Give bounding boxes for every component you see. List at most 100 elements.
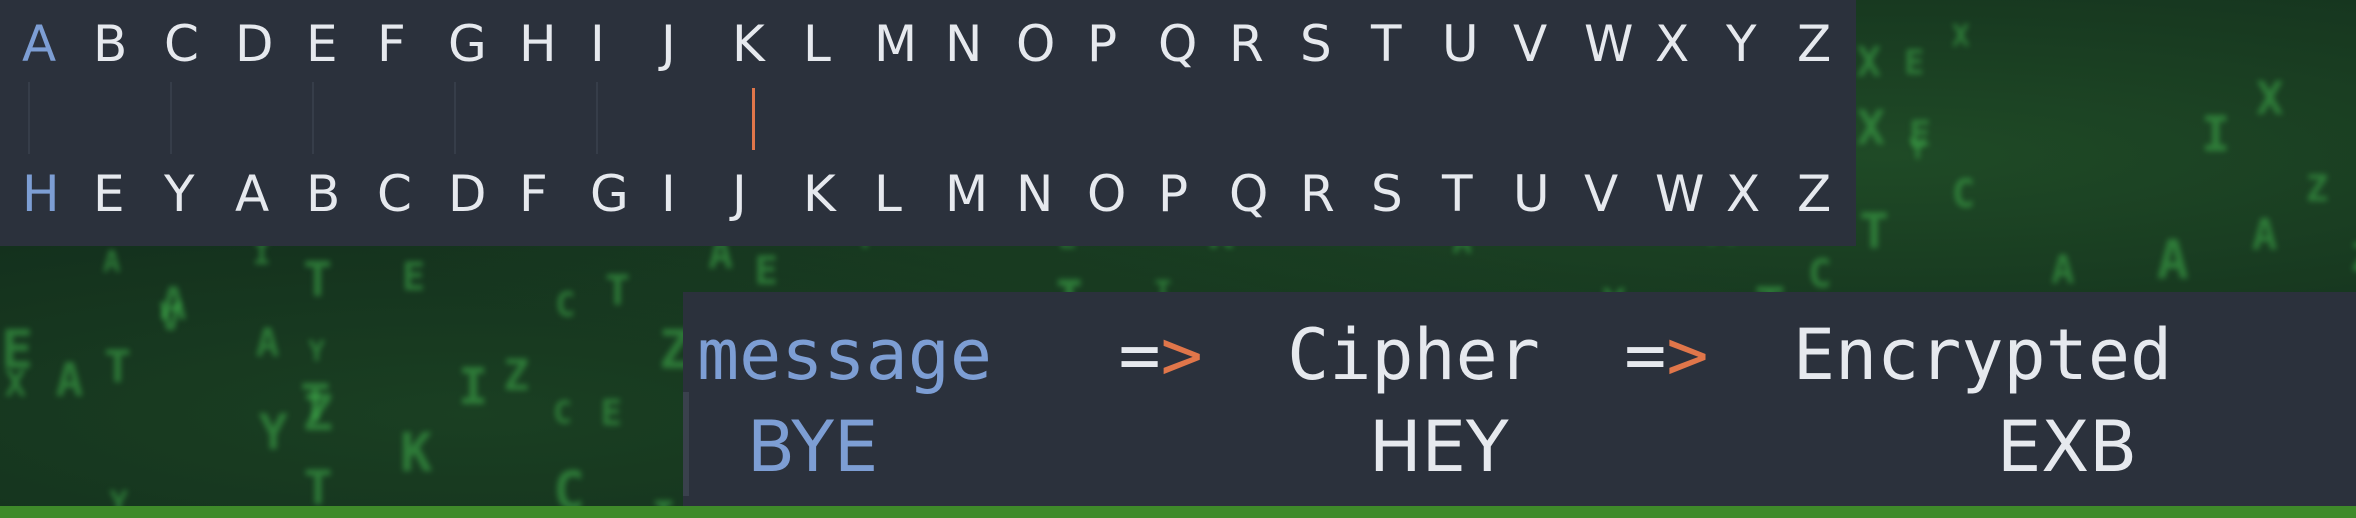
cipher-letter: E xyxy=(93,165,125,223)
cipher-letter: A xyxy=(235,165,270,223)
rain-glyph: X xyxy=(1856,38,1882,87)
arrow-icon-gt: > xyxy=(1160,314,1203,396)
rain-glyph: X xyxy=(2255,71,2284,125)
guide-line xyxy=(170,82,172,154)
rain-glyph: E xyxy=(600,392,622,434)
rain-glyph: Z xyxy=(503,351,530,401)
rain-glyph: X xyxy=(1951,18,1970,54)
key-value: HEY xyxy=(1369,406,1509,488)
rain-glyph: C xyxy=(555,284,576,324)
rain-glyph: I xyxy=(2200,106,2231,164)
cipher-letter: R xyxy=(1300,165,1335,223)
plain-letter: X xyxy=(1655,15,1690,73)
arrow-icon-eq-2: = xyxy=(1624,314,1667,396)
guide-line xyxy=(454,82,456,154)
rain-glyph: Z xyxy=(2351,235,2356,281)
rain-glyph: X xyxy=(1856,100,1886,156)
rain-glyph: E xyxy=(1909,114,1931,156)
cipher-letter: S xyxy=(1371,165,1403,223)
plain-letter: V xyxy=(1513,15,1548,73)
rain-glyph: Y xyxy=(1908,132,1927,167)
cipher-letter: P xyxy=(1158,165,1189,223)
rain-glyph: K xyxy=(400,420,433,484)
rain-glyph: C xyxy=(552,395,572,432)
rain-glyph: C xyxy=(1951,172,1976,218)
plain-letter: U xyxy=(1442,15,1479,73)
rain-glyph: Y xyxy=(258,404,288,462)
plain-letter: G xyxy=(448,15,487,73)
plain-letter: R xyxy=(1229,15,1264,73)
plain-letter: Y xyxy=(1726,15,1757,73)
rain-glyph: E xyxy=(754,247,779,294)
plain-letter: J xyxy=(661,15,676,73)
rain-glyph: A xyxy=(2156,229,2189,292)
arrow-icon-eq: = xyxy=(1118,314,1161,396)
rain-glyph: E xyxy=(1904,43,1925,83)
cipher-letter: O xyxy=(1087,165,1127,223)
guide-line xyxy=(312,82,314,154)
cipher-letter: I xyxy=(661,165,676,223)
plain-letter: D xyxy=(235,15,274,73)
message-label: message xyxy=(697,314,993,396)
guide-line xyxy=(28,82,30,154)
rain-glyph: Z xyxy=(302,383,333,443)
cipher-letter: Q xyxy=(1229,165,1269,223)
message-value: BYE xyxy=(747,406,879,488)
cipher-letter: G xyxy=(590,165,629,223)
rain-glyph: T xyxy=(303,252,332,308)
panel-rule xyxy=(683,392,689,496)
plain-letter: Z xyxy=(1797,15,1832,73)
rain-glyph: A xyxy=(159,277,187,331)
plain-letter: H xyxy=(519,15,557,73)
encrypted-value: EXB xyxy=(1997,406,2138,488)
plain-letter: T xyxy=(1371,15,1402,73)
cipher-letter: B xyxy=(306,165,341,223)
cipher-letter: N xyxy=(1016,165,1054,223)
rain-glyph: A xyxy=(102,244,121,280)
plain-letter: F xyxy=(377,15,406,73)
cipher-letter: W xyxy=(1655,165,1705,223)
cipher-letter: J xyxy=(732,165,747,223)
cipher-label: Cipher xyxy=(1287,314,1540,396)
plain-letter: L xyxy=(803,15,831,73)
rain-glyph: V xyxy=(158,294,183,340)
cipher-letter: U xyxy=(1513,165,1550,223)
bottom-strip xyxy=(0,506,2356,518)
rain-glyph: A xyxy=(55,352,84,407)
flow-header: message => Cipher => Encrypted xyxy=(697,310,2172,400)
cipher-letter: X xyxy=(1726,165,1761,223)
rain-glyph: E xyxy=(0,318,34,382)
arrow-icon-gt-2: > xyxy=(1666,314,1709,396)
cipher-letter: Y xyxy=(164,165,195,223)
plain-letter: A xyxy=(22,15,57,73)
plain-letter: S xyxy=(1300,15,1332,73)
rain-glyph: T xyxy=(104,340,132,394)
plain-letter: P xyxy=(1087,15,1118,73)
plain-letter: Q xyxy=(1158,15,1198,73)
cipher-letter: Z xyxy=(1797,165,1832,223)
cipher-letter: M xyxy=(945,165,989,223)
plain-letter: N xyxy=(945,15,983,73)
rain-glyph: T xyxy=(604,266,631,316)
rain-glyph: I xyxy=(457,356,489,416)
alphabet-divider xyxy=(0,82,1856,154)
cipher-letter: T xyxy=(1442,165,1473,223)
rain-glyph: A xyxy=(2051,248,2075,294)
rain-glyph: Y xyxy=(308,334,326,368)
cipher-letter: H xyxy=(22,165,60,223)
message-flow-panel: message => Cipher => Encrypted BYE HEY E… xyxy=(683,292,2356,506)
shift-marker xyxy=(752,88,755,150)
plain-letter: C xyxy=(164,15,199,73)
cipher-letter: F xyxy=(519,165,548,223)
cipher-letter: K xyxy=(803,165,836,223)
guide-line xyxy=(596,82,598,154)
cipher-letter: C xyxy=(377,165,412,223)
cipher-letter: V xyxy=(1584,165,1619,223)
rain-glyph: A xyxy=(255,320,280,366)
plain-letter: W xyxy=(1584,15,1634,73)
plain-letter: K xyxy=(732,15,765,73)
plain-letter: M xyxy=(874,15,918,73)
rain-glyph: T xyxy=(300,373,331,433)
